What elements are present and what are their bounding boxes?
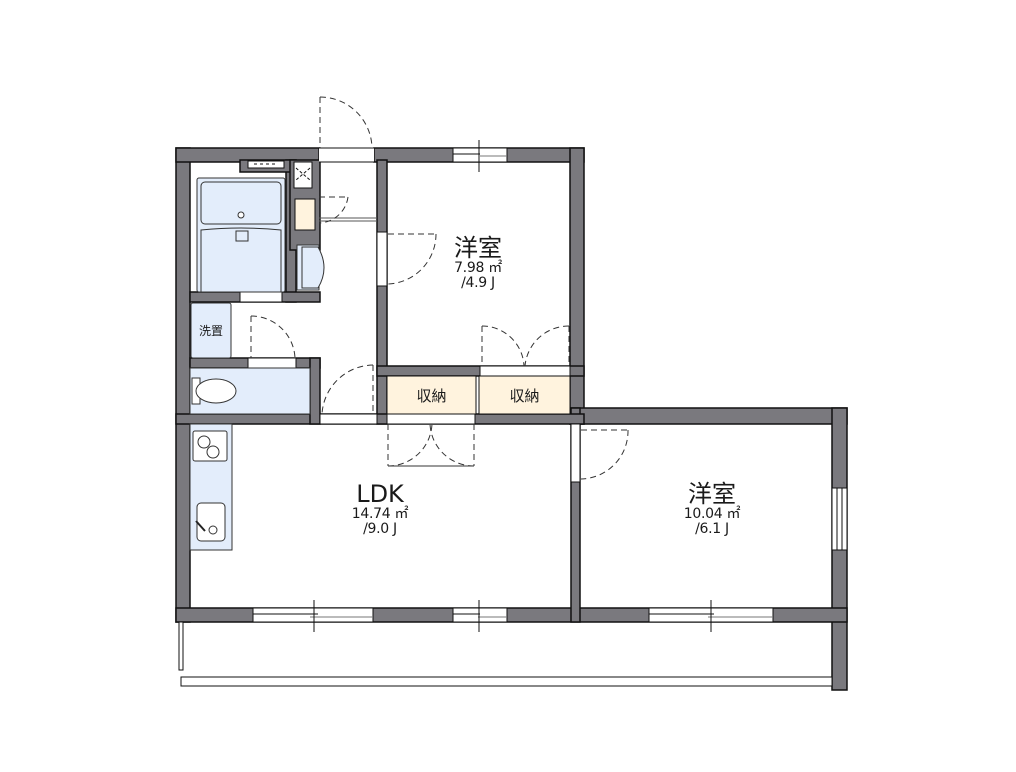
room-jo: /4.9 J [461,274,495,291]
room-label-ldk: LDK 14.74 ㎡ /9.0 J [330,480,430,537]
bath-fixtures [189,177,325,551]
room-name: 洋室 [454,234,502,262]
room-area: 7.98 ㎡ [454,260,502,277]
room-area: 10.04 ㎡ [683,506,741,523]
door-swings [250,96,629,480]
room-label-western-2: 洋室 10.04 ㎡ /6.1 J [662,480,762,537]
openings [239,147,848,623]
room-area: 14.74 ㎡ [351,506,409,523]
storage-label-2: 収納 [509,387,540,405]
washing-machine-label: 洗置 [198,324,223,338]
storage-label-1: 収納 [416,387,447,405]
room-name: 洋室 [688,480,736,508]
balcony [178,621,833,687]
room-jo: /9.0 J [363,520,397,537]
ventilation [247,160,313,189]
room-name: LDK [356,480,404,508]
room-jo: /6.1 J [695,520,729,537]
entry-lines [319,217,377,222]
storage-closets [294,198,571,415]
window-sashes [253,140,843,632]
room-label-western-1: 洋室 7.98 ㎡ /4.9 J [428,234,528,291]
